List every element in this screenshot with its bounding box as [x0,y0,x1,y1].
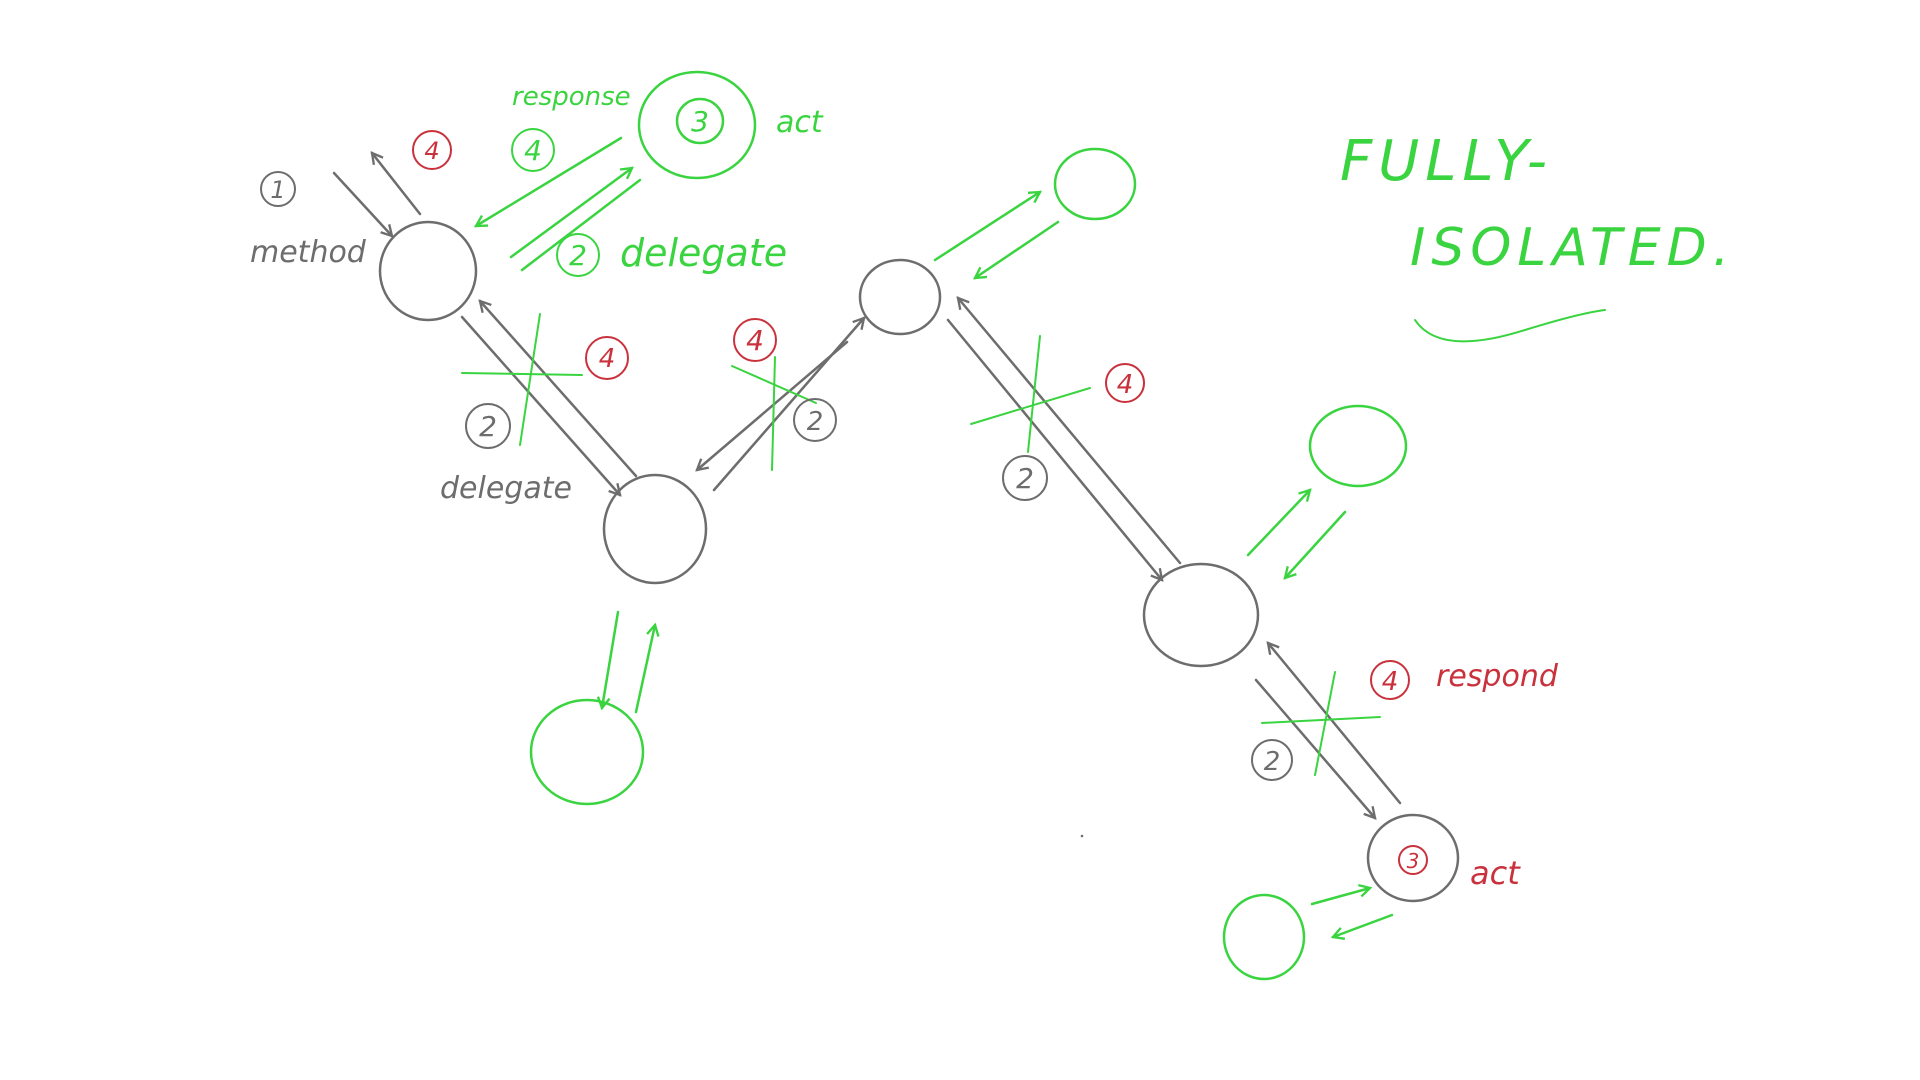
green-response-arrow-top [476,136,623,228]
step4-badge-green-top [511,128,555,172]
gray-node-center-high [858,258,942,336]
return-arrow-bottom [1268,643,1402,805]
green-arrow-down-bottom-center [602,610,620,708]
green-arrow-from-top-right [975,220,1060,278]
delegate-arrow-right [946,318,1162,580]
cross-out-left-v [519,313,541,446]
green-node-actor-top [637,70,757,180]
step2-badge-gray-bottom [1251,739,1293,781]
stray-dot [1080,834,1084,838]
act-label-green: act [776,105,824,140]
green-arrow-to-top-right [933,192,1040,262]
method-label: method [250,235,367,270]
step4-badge-red-bottom [1370,660,1410,700]
step4-badge-red-center [733,318,777,362]
gray-node-bottom-right [1366,813,1460,903]
step1-badge [260,171,296,207]
step2-number-green: 2 [569,239,587,272]
step4-badge-red-right [1105,363,1145,403]
delegate-arrow-center-up [712,318,864,492]
step4-number-red-right: 4 [1117,370,1134,400]
isolated-underline [1414,309,1606,343]
green-node-bottom-center [529,698,645,806]
green-delegate-arrow-top-2 [520,178,642,272]
return-arrow-right [958,298,1182,565]
step2-badge-gray-right [1002,455,1048,501]
step4-number-red-center: 4 [746,324,764,357]
cross-out-right-v [1027,335,1041,453]
step4-number-red-top: 4 [424,137,439,165]
green-arrow-to-bottom-right-node [1310,888,1370,906]
delegate-arrow-bottom [1254,678,1375,818]
step4-badge-red-mid [585,336,629,380]
gray-node-right [1142,562,1260,668]
green-arrow-from-bottom-right-node [1333,913,1394,937]
step3-badge-red [1398,845,1428,875]
step2-number-gray-right: 2 [1016,462,1034,495]
step2-badge-green [556,233,600,277]
green-delegate-arrow-top [509,168,632,259]
step4-number-green-top: 4 [524,134,542,167]
step2-number-gray-left: 2 [479,410,497,443]
step2-number-gray-bottom: 2 [1264,747,1281,777]
cross-out-bottom-h [1261,716,1381,724]
step1-number: 1 [270,176,285,204]
return-arrow-center-down [697,340,849,470]
respond-label: respond [1436,659,1559,694]
cross-out-left-h [461,372,583,376]
step2-badge-gray-center [793,398,837,442]
delegate-label-gray: delegate [440,471,572,506]
delegate-label-green: delegate [620,231,787,275]
step3-number-red: 3 [1407,849,1420,873]
step4-number-red-mid: 4 [599,344,616,374]
cross-out-right-h [970,387,1091,425]
delegate-arrow-left [460,315,620,495]
step4-number-red-bottom: 4 [1382,667,1399,697]
green-node-right [1308,404,1408,488]
cross-out-bottom-v [1314,671,1336,776]
gray-node-top-left [378,220,478,322]
method-call-arrow [332,171,392,236]
step2-badge-gray-left [465,403,511,449]
green-arrow-from-right [1285,510,1347,578]
gray-node-center-low [602,473,708,585]
fully-heading: FULLY- [1340,129,1553,194]
cross-out-center-b [771,356,776,471]
response-label: response [512,82,631,112]
green-arrow-to-right [1246,490,1310,557]
isolated-heading: ISOLATED. [1410,218,1735,278]
green-node-bottom-right [1222,893,1306,981]
green-node-top-right [1053,147,1137,221]
step2-number-gray-center: 2 [807,407,824,437]
response-arrow-top-left [372,153,422,216]
act-label-red: act [1470,854,1521,892]
green-node-actor-top-inner [675,97,725,145]
step4-badge-red-top [412,130,452,170]
green-arrow-up-bottom-center [634,625,655,714]
return-arrow-left [480,301,638,478]
step3-number-green-top: 3 [691,105,709,138]
